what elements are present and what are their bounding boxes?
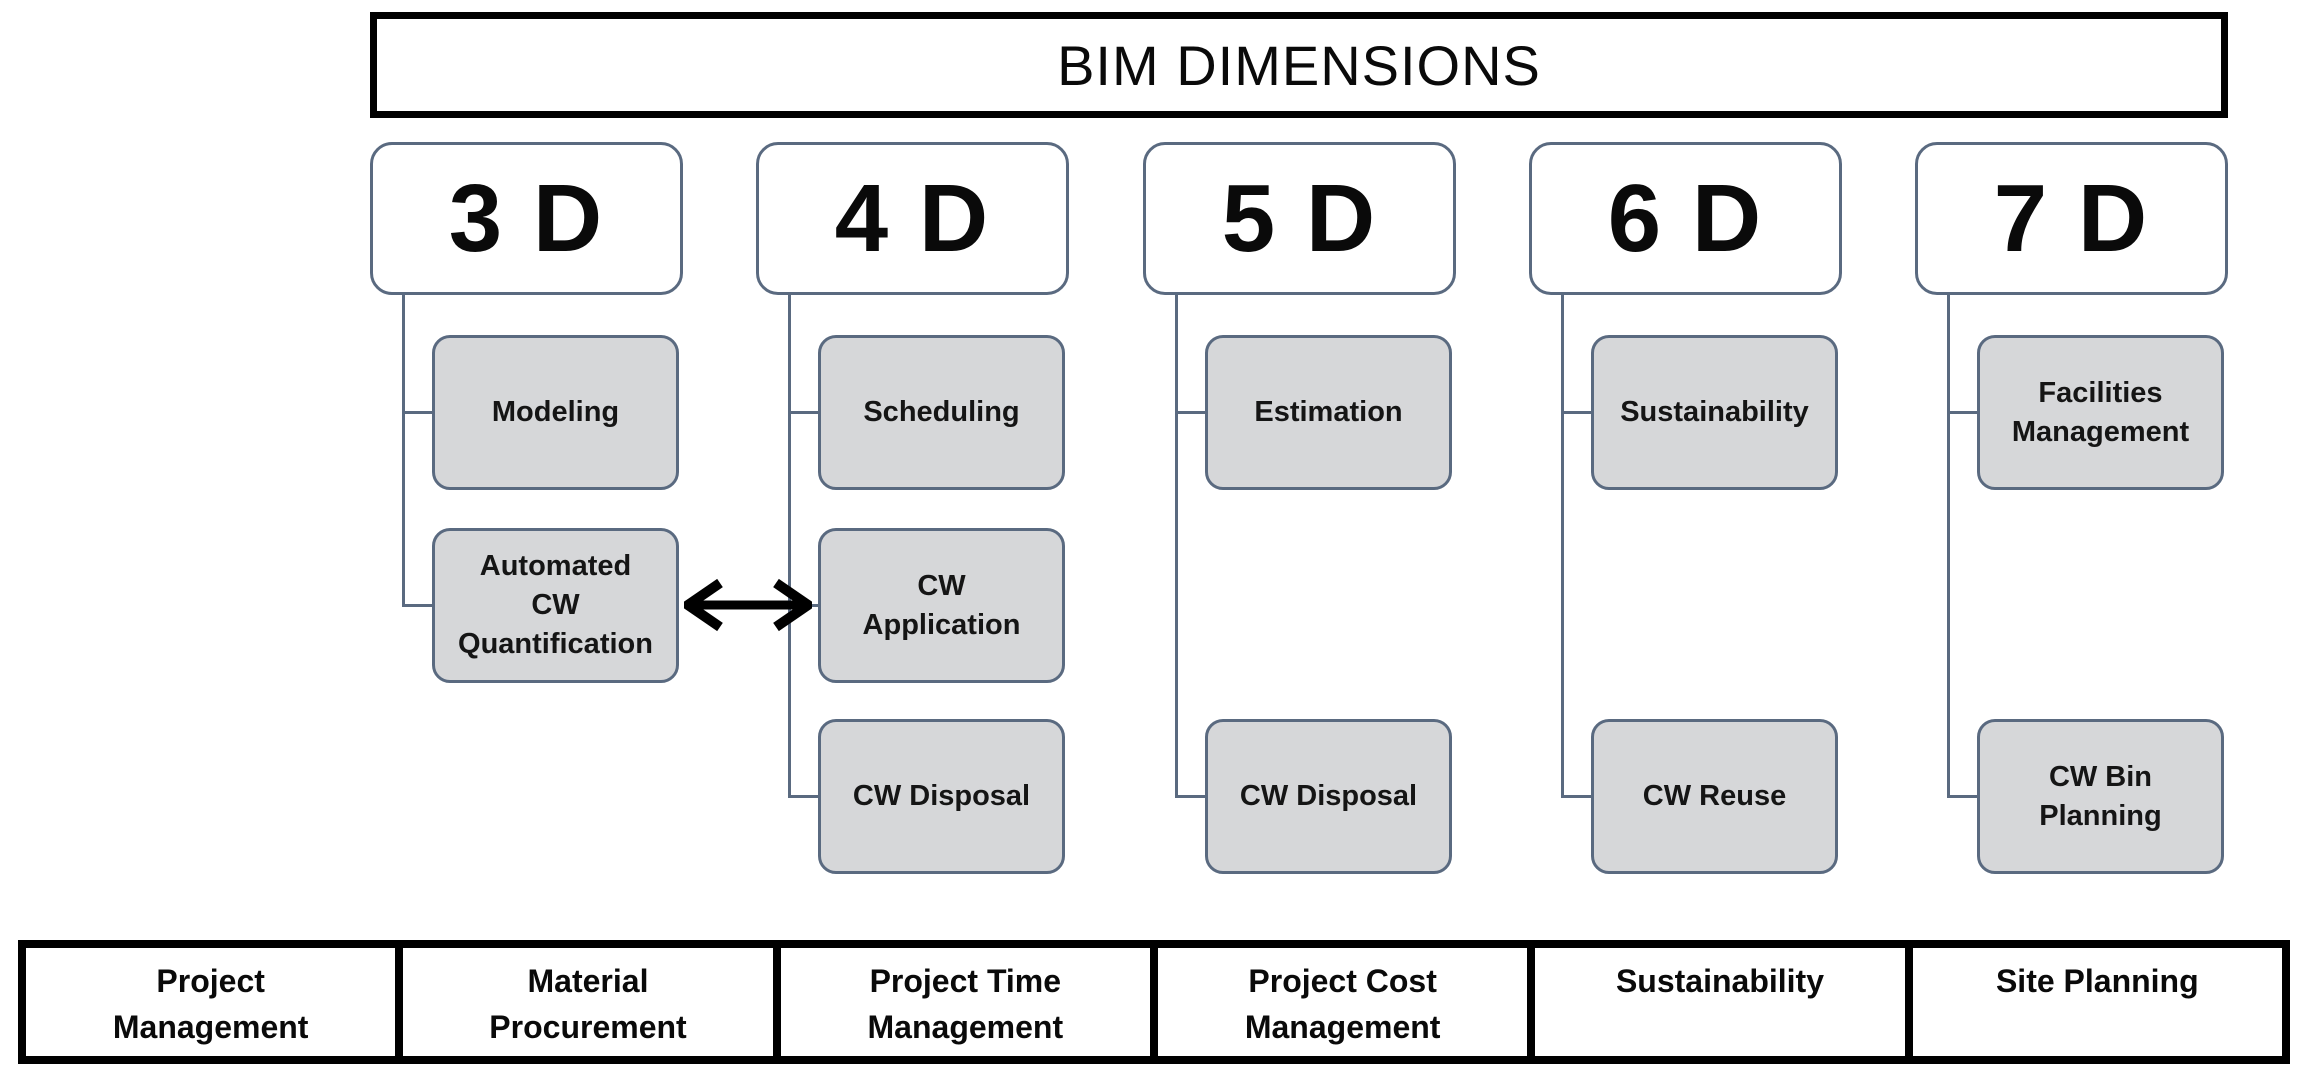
node-cw-bin-planning-label: CW Bin Planning	[2039, 760, 2162, 832]
node-cw-application: CW Application	[818, 528, 1065, 683]
connector-3d-branch-1	[402, 411, 432, 414]
node-cw-application-label: CW Application	[862, 569, 1021, 641]
node-cw-disposal-5d-label: CW Disposal	[1239, 780, 1418, 812]
node-scheduling-label: Scheduling	[863, 396, 1020, 428]
cell-project-time-management: Project Time Management	[772, 948, 1150, 1056]
dim-box-4d: 4 D	[756, 142, 1069, 295]
connector-5d-trunk	[1175, 295, 1178, 797]
dim-label-4d: 4 D	[834, 164, 991, 272]
cell-site-planning: Site Planning	[1904, 948, 2282, 1056]
node-cw-disposal-4d: CW Disposal	[818, 719, 1065, 874]
dim-box-6d: 6 D	[1529, 142, 1842, 295]
dim-box-3d: 3 D	[370, 142, 683, 295]
node-cw-reuse-label: CW Reuse	[1642, 780, 1787, 812]
connector-5d-branch-2	[1175, 795, 1205, 798]
connector-7d-branch-2	[1947, 795, 1977, 798]
node-automated-cw-quantification: Automated CW Quantification	[432, 528, 679, 683]
cell-site-planning-label: Site Planning	[1995, 963, 2199, 999]
cell-project-management: Project Management	[26, 948, 396, 1056]
node-estimation-label: Estimation	[1254, 396, 1403, 428]
cell-sustainability-label: Sustainability	[1615, 963, 1824, 999]
node-sustainability-6d-label: Sustainability	[1620, 396, 1809, 428]
connector-6d-trunk	[1561, 295, 1564, 797]
title-box: BIM DIMENSIONS	[370, 12, 2228, 118]
node-cw-disposal-5d: CW Disposal	[1205, 719, 1452, 874]
cell-project-cost-management-label: Project Cost Management	[1244, 963, 1441, 1045]
node-sustainability-6d: Sustainability	[1591, 335, 1838, 490]
node-modeling: Modeling	[432, 335, 679, 490]
dim-label-3d: 3 D	[448, 164, 605, 272]
dim-label-6d: 6 D	[1607, 164, 1764, 272]
cell-material-procurement: Material Procurement	[395, 948, 773, 1056]
node-facilities-management: Facilities Management	[1977, 335, 2224, 490]
cell-material-procurement-label: Material Procurement	[489, 963, 687, 1045]
cell-project-time-management-label: Project Time Management	[867, 963, 1064, 1045]
node-modeling-label: Modeling	[491, 396, 620, 428]
dim-box-5d: 5 D	[1143, 142, 1456, 295]
node-cw-bin-planning: CW Bin Planning	[1977, 719, 2224, 874]
cell-project-management-label: Project Management	[112, 963, 309, 1045]
connector-4d-branch-3	[788, 795, 818, 798]
cell-project-cost-management: Project Cost Management	[1149, 948, 1528, 1056]
connector-6d-branch-2	[1561, 795, 1591, 798]
node-automated-cw-quantification-label: Automated CW Quantification	[458, 550, 653, 660]
node-cw-disposal-4d-label: CW Disposal	[852, 780, 1031, 812]
cell-sustainability: Sustainability	[1527, 948, 1905, 1056]
dim-box-7d: 7 D	[1915, 142, 2228, 295]
connector-6d-branch-1	[1561, 411, 1591, 414]
node-cw-reuse: CW Reuse	[1591, 719, 1838, 874]
connector-3d-branch-2	[402, 604, 432, 607]
node-estimation: Estimation	[1205, 335, 1452, 490]
connector-7d-branch-1	[1947, 411, 1977, 414]
connector-5d-branch-1	[1175, 411, 1205, 414]
page-title: BIM DIMENSIONS	[1057, 33, 1541, 97]
connector-4d-branch-1	[788, 411, 818, 414]
connector-4d-trunk	[788, 295, 791, 797]
node-scheduling: Scheduling	[818, 335, 1065, 490]
connector-3d-trunk	[402, 295, 405, 607]
connector-7d-trunk	[1947, 295, 1950, 797]
double-arrow-icon	[684, 578, 812, 632]
dim-label-7d: 7 D	[1993, 164, 2150, 272]
dim-label-5d: 5 D	[1221, 164, 1378, 272]
bottom-function-row: Project Management Material Procurement …	[18, 940, 2290, 1064]
node-facilities-management-label: Facilities Management	[2011, 376, 2190, 448]
